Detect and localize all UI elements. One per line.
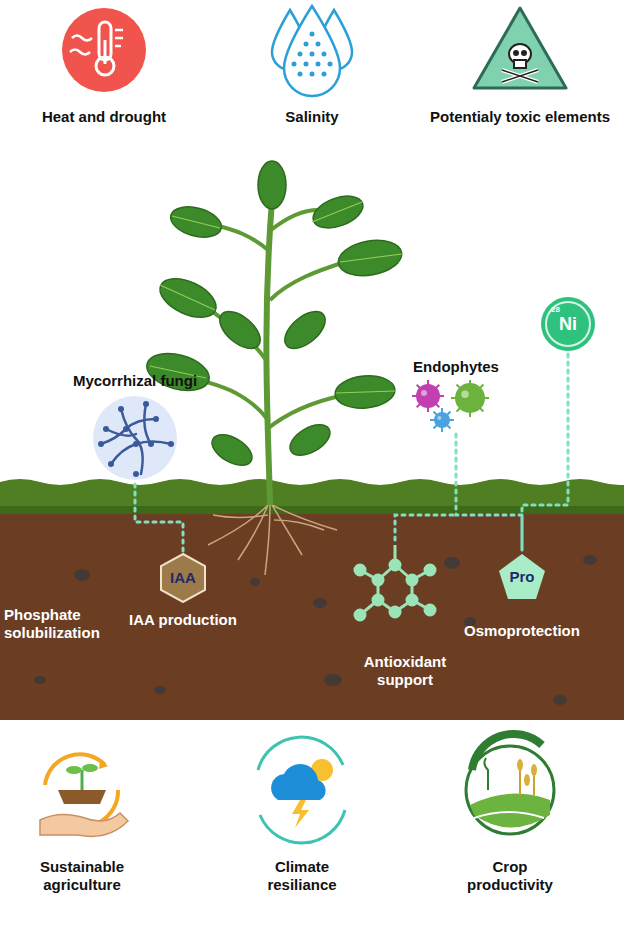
shape-label: Pro bbox=[509, 568, 534, 586]
shape-text-holder: IAA bbox=[158, 553, 208, 603]
stones bbox=[34, 555, 597, 705]
salinity-icon bbox=[272, 6, 352, 96]
hexagon: IAA bbox=[158, 553, 208, 603]
node-caption: Osmoprotection bbox=[464, 622, 580, 640]
text-label: Sustainable agriculture bbox=[22, 858, 142, 894]
text-label: Heat and drought bbox=[29, 108, 179, 126]
node-endo: Endophytes bbox=[408, 358, 504, 432]
node-hex: IAA IAA production bbox=[129, 553, 237, 629]
node-heading: Mycorrhizal fungi bbox=[73, 372, 197, 390]
element-symbol: Ni bbox=[559, 315, 577, 333]
sustainable-icon bbox=[40, 754, 128, 836]
microbes bbox=[408, 380, 504, 432]
text-label: Antioxidant support bbox=[340, 653, 470, 689]
dotted-connector bbox=[135, 484, 183, 551]
crop-icon bbox=[466, 734, 554, 834]
fungi-circle bbox=[91, 394, 179, 482]
fungi-drawing bbox=[91, 394, 179, 482]
climate-icon bbox=[258, 737, 345, 843]
atomic-number: 28 bbox=[551, 305, 560, 314]
node-heading: Endophytes bbox=[413, 358, 499, 376]
text-label: Crop productivity bbox=[455, 858, 565, 894]
text-label: Salinity bbox=[252, 108, 372, 126]
dotted-connector bbox=[522, 354, 568, 550]
antioxidant-molecule bbox=[355, 545, 435, 620]
node-caption: IAA production bbox=[129, 611, 237, 629]
dotted-connector bbox=[456, 434, 522, 550]
leader-line bbox=[395, 515, 456, 540]
node-ni: 28Ni bbox=[540, 296, 596, 352]
text-label: Phosphate solubilization bbox=[4, 606, 132, 642]
shape-text-holder: Ni bbox=[540, 296, 596, 352]
node-myco: Mycorrhizal fungi bbox=[73, 372, 197, 482]
plant bbox=[143, 161, 405, 575]
shape-label: IAA bbox=[170, 569, 196, 587]
text-label: Potentialy toxic elements bbox=[420, 108, 620, 126]
heat-icon bbox=[62, 8, 146, 92]
pentagon: Pro bbox=[497, 552, 547, 602]
element-circle: 28Ni bbox=[540, 296, 596, 352]
shape-text-holder: Pro bbox=[497, 552, 547, 602]
microbes-drawing bbox=[408, 380, 504, 432]
node-pent: ProOsmoprotection bbox=[464, 552, 580, 640]
toxic-icon bbox=[474, 8, 566, 88]
text-label: Climate resiliance bbox=[247, 858, 357, 894]
